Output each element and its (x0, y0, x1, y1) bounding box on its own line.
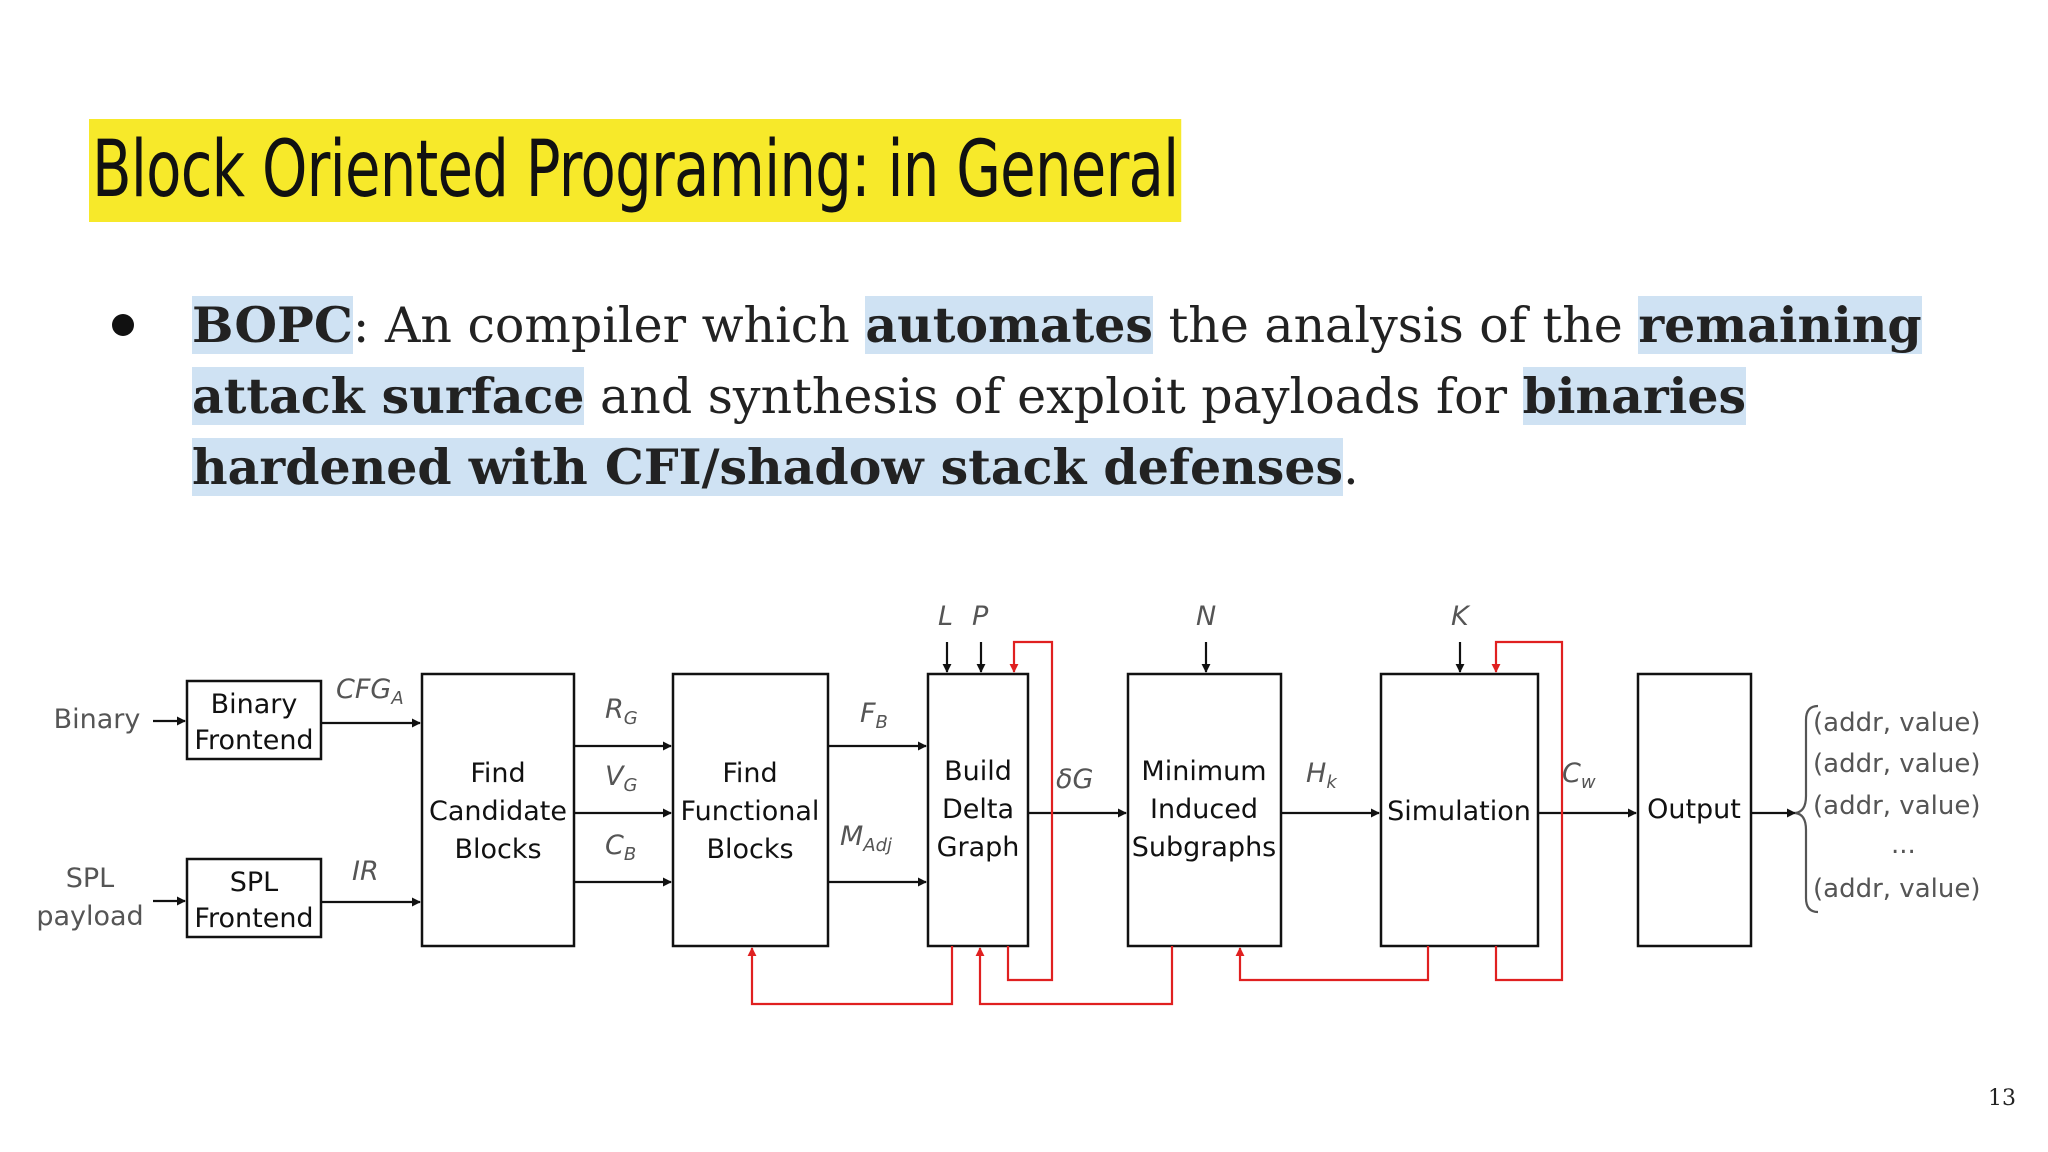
find-candidate-label-3: Blocks (454, 834, 541, 865)
binary-frontend-label-2: Frontend (194, 725, 313, 756)
edge-label-ir: IR (352, 856, 379, 887)
bullet-text: BOPC: An compiler which automates the an… (192, 290, 1942, 503)
term-bopc: BOPC (192, 296, 353, 354)
build-delta-label-2: Delta (942, 794, 1014, 825)
bopc-pipeline-diagram: Binary Frontend SPL Frontend Find Candid… (36, 601, 1980, 1006)
input-spl-label-1: SPL (66, 863, 114, 894)
output-label: Output (1647, 794, 1741, 825)
spl-frontend-label-1: SPL (230, 867, 278, 898)
minimum-induced-label-2: Induced (1150, 794, 1258, 825)
edge-label-madj: MAdj (840, 821, 892, 856)
edge-label-fb: FB (860, 698, 888, 733)
term-automates: automates (865, 296, 1154, 354)
output-brace (1794, 704, 1819, 914)
param-label-p: P (972, 601, 989, 632)
feedback-sim-to-subgraph (1235, 946, 1430, 982)
binary-frontend-box (185, 679, 323, 761)
bullet-dot (112, 314, 134, 336)
find-candidate-box (420, 672, 576, 948)
edge-label-dg: δG (1056, 764, 1093, 795)
input-binary-label: Binary (54, 704, 141, 735)
output-tuple-2: (addr, value) (1813, 749, 1980, 779)
edge-label-hk: Hk (1306, 758, 1338, 793)
output-tuple-3: (addr, value) (1813, 791, 1980, 821)
find-candidate-label-2: Candidate (429, 796, 567, 827)
minimum-induced-label-3: Subgraphs (1132, 832, 1277, 863)
output-box (1636, 672, 1753, 948)
feedback-delta-self (1006, 640, 1054, 982)
edge-label-cfg: CFGA (336, 674, 404, 709)
param-label-l: L (938, 601, 953, 632)
text-part-4: . (1343, 439, 1359, 496)
simulation-box (1379, 672, 1540, 948)
find-functional-label-2: Functional (681, 796, 820, 827)
spl-frontend-label-2: Frontend (194, 903, 313, 934)
page-number: 13 (1988, 1086, 2016, 1111)
feedback-sim-self (1491, 640, 1564, 982)
text-part-3: and synthesis of exploit payloads for (584, 368, 1523, 425)
find-candidate-label-1: Find (470, 758, 525, 789)
param-label-n: N (1196, 601, 1216, 632)
simulation-label: Simulation (1387, 796, 1531, 827)
edge-label-cb: CB (605, 830, 636, 865)
minimum-induced-box (1126, 672, 1283, 948)
minimum-induced-label-1: Minimum (1141, 756, 1266, 787)
edge-label-cw: Cw (1562, 758, 1596, 793)
output-tuple-1: (addr, value) (1813, 708, 1980, 738)
build-delta-label-1: Build (944, 756, 1012, 787)
build-delta-box (926, 672, 1030, 948)
feedback-delta-to-functional (747, 946, 954, 1006)
find-functional-label-1: Find (722, 758, 777, 789)
spl-frontend-box (185, 857, 323, 939)
edge-label-rg: RG (605, 694, 638, 729)
slide-title: Block Oriented Programing: in General (89, 119, 1182, 222)
output-ellipsis: ... (1891, 830, 1916, 860)
input-spl-label-2: payload (36, 901, 143, 932)
feedback-subgraph-to-delta (975, 946, 1174, 1006)
param-label-k: K (1451, 601, 1471, 632)
text-part-2: the analysis of the (1153, 297, 1639, 354)
find-functional-box (671, 672, 830, 948)
find-functional-label-3: Blocks (706, 834, 793, 865)
binary-frontend-label-1: Binary (211, 689, 298, 720)
output-tuple-4: (addr, value) (1813, 874, 1980, 904)
edge-label-vg: VG (605, 761, 637, 796)
build-delta-label-3: Graph (937, 832, 1020, 863)
text-part-1: : An compiler which (352, 297, 866, 354)
